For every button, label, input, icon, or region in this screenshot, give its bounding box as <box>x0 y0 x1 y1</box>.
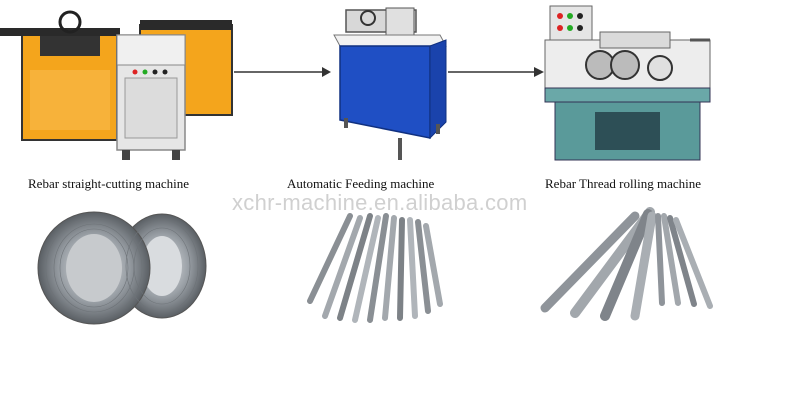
watermark-text: xchr-machine.en.alibaba.com <box>232 190 528 215</box>
process-arrow-1 <box>234 67 331 77</box>
straight-cutting-machine-image <box>0 10 233 160</box>
wire-coil-image <box>37 211 207 325</box>
process-arrow-2 <box>448 67 544 77</box>
threaded-rods-image <box>540 207 713 321</box>
caption-automatic-feeding-machine: Automatic Feeding machine <box>287 176 435 191</box>
thread-rolling-machine-image <box>544 5 711 161</box>
caption-straight-cutting-machine: Rebar straight-cutting machine <box>28 176 190 191</box>
automatic-feeding-machine-image <box>333 7 447 160</box>
caption-thread-rolling-machine: Rebar Thread rolling machine <box>545 176 702 191</box>
rebar-bundle-image <box>307 213 443 323</box>
